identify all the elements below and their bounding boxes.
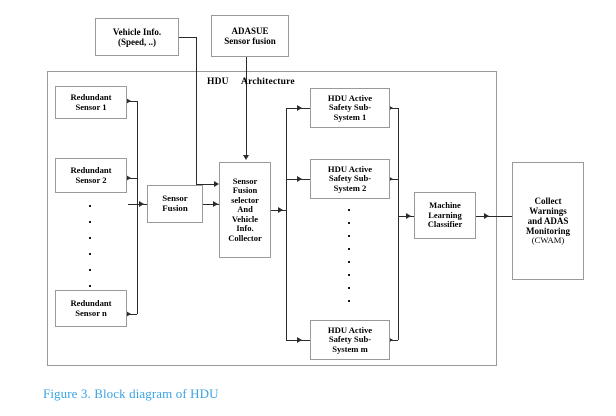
arrow-selector-out <box>278 207 283 213</box>
arrow-sensorn-to-bus <box>126 311 131 317</box>
connector-sensor2-h <box>127 178 137 179</box>
arrow-hdum-out <box>388 337 393 343</box>
cwam-label: Collect Warnings and ADAS Monitoring(CWA… <box>513 196 583 246</box>
arrow-sensor2-to-bus <box>126 175 131 181</box>
arrow-bus-to-hdu1 <box>297 105 302 111</box>
hdu-architecture-frame <box>47 71 497 366</box>
redundant-sensor-2-box: Redundant Sensor 2 <box>55 158 127 193</box>
arrow-bus-to-hdum <box>297 337 302 343</box>
sensor-fusion-selector-label: Sensor Fusion selector And Vehicle Info.… <box>228 175 262 243</box>
arrow-bus-to-sensorfusion <box>139 201 144 207</box>
arrow-bus-to-hdu2 <box>297 176 302 182</box>
arrow-bus-to-classifier <box>406 213 411 219</box>
arrow-hdu2-out <box>388 176 393 182</box>
redundant-sensor-1-box: Redundant Sensor 1 <box>55 86 127 119</box>
hdu-architecture-label: HDU Architecture <box>207 77 295 87</box>
connector-sensor-bus-v <box>137 101 138 314</box>
connector-sensorfusion-to-selector <box>203 204 219 205</box>
cwam-title: Collect Warnings and ADAS Monitoring <box>526 196 570 237</box>
arrow-adasue-to-selector <box>243 155 249 160</box>
hdu-subsystem-ellipsis <box>348 209 350 313</box>
adasue-sensor-fusion-box: ADASUE Sensor fusion <box>211 15 289 57</box>
connector-bus-to-sensorfusion <box>128 204 147 205</box>
connector-vehicle-info-h2 <box>196 184 216 185</box>
connector-sensor1-h <box>127 101 137 102</box>
figure-caption: Figure 3. Block diagram of HDU <box>43 386 219 401</box>
redundant-sensor-n-label: Redundant Sensor n <box>70 297 112 318</box>
arrow-sensor1-to-bus <box>126 98 131 104</box>
machine-learning-classifier-label: Machine Learning Classifier <box>427 200 463 230</box>
sensor-fusion-box: Sensor Fusion <box>147 185 203 223</box>
hdu-subsystem-1-label: HDU Active Safety Sub- System 1 <box>327 92 373 122</box>
connector-hdu-input-bus-v <box>286 108 287 340</box>
connector-adasue-v <box>246 57 247 157</box>
arrow-hdu1-out <box>388 105 393 111</box>
sensor-fusion-selector-box: Sensor Fusion selector And Vehicle Info.… <box>219 162 271 258</box>
connector-classifier-to-cwam <box>476 216 512 217</box>
connector-hdu2-out <box>390 179 398 180</box>
arrow-vehicle-info-to-selector <box>214 181 219 187</box>
sensor-ellipsis <box>89 205 91 301</box>
connector-vehicle-info-h1 <box>179 37 197 38</box>
arrow-classifier-to-cwam <box>484 213 489 219</box>
hdu-subsystem-m-label: HDU Active Safety Sub- System m <box>327 324 373 354</box>
connector-hdu1-out <box>390 108 398 109</box>
arrow-sensorfusion-to-selector <box>213 201 218 207</box>
adasue-label: ADASUE Sensor fusion <box>224 25 276 46</box>
sensor-fusion-label: Sensor Fusion <box>162 193 188 213</box>
hdu-subsystem-1-box: HDU Active Safety Sub- System 1 <box>310 88 390 128</box>
connector-vehicle-info-v <box>196 37 197 184</box>
hdu-subsystem-m-box: HDU Active Safety Sub- System m <box>310 320 390 360</box>
connector-hdu-output-bus-v <box>398 108 399 340</box>
vehicle-info-label: Vehicle Info. (Speed, ..) <box>112 26 162 47</box>
cwam-acronym: (CWAM) <box>531 235 565 246</box>
vehicle-info-box: Vehicle Info. (Speed, ..) <box>95 18 179 56</box>
redundant-sensor-1-label: Redundant Sensor 1 <box>70 91 112 112</box>
hdu-subsystem-2-label: HDU Active Safety Sub- System 2 <box>327 163 373 193</box>
hdu-subsystem-2-box: HDU Active Safety Sub- System 2 <box>310 159 390 199</box>
connector-hdum-out <box>390 340 398 341</box>
redundant-sensor-2-label: Redundant Sensor 2 <box>70 164 112 185</box>
cwam-output-box: Collect Warnings and ADAS Monitoring(CWA… <box>512 162 584 280</box>
machine-learning-classifier-box: Machine Learning Classifier <box>414 192 476 239</box>
redundant-sensor-n-box: Redundant Sensor n <box>55 290 127 327</box>
connector-sensorn-h <box>127 314 137 315</box>
